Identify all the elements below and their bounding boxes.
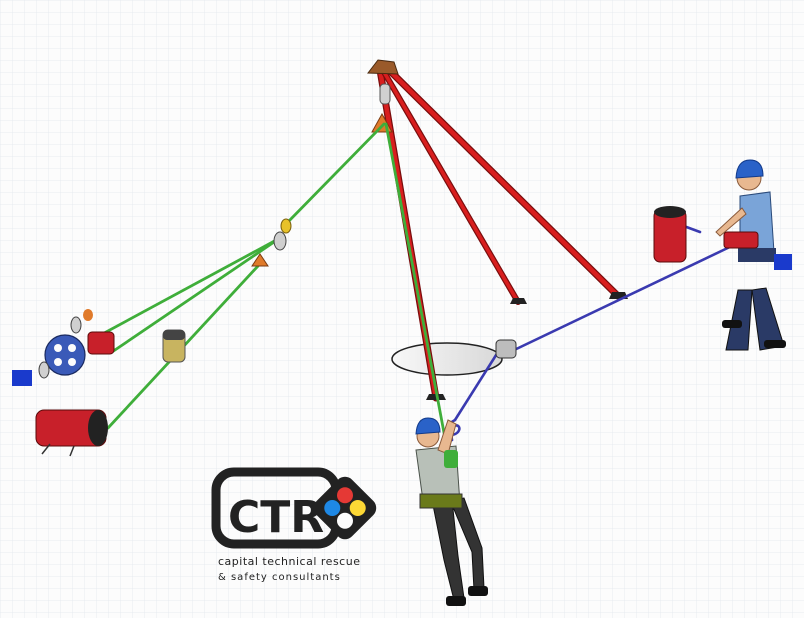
rope-grab-icon (88, 332, 114, 354)
rigging-plate-icon (45, 335, 85, 375)
carabiner-icon (83, 309, 93, 321)
rescuer-boot (722, 320, 742, 328)
casualty-harness (420, 494, 462, 508)
rope-bag-icon (654, 206, 686, 262)
pulley-icon (274, 232, 286, 250)
carabiner-icon (281, 219, 291, 233)
chest-ascender-icon (444, 450, 458, 468)
descender-icon (724, 232, 758, 248)
carabiner-icon (380, 84, 390, 104)
logo-line-1: capital technical rescue (218, 555, 360, 568)
logo-wordmark: CTR (228, 492, 324, 543)
anchor-block-icon (774, 254, 792, 270)
carabiner-icon (71, 317, 81, 333)
logo-line-2: & safety consultants (218, 572, 341, 583)
casualty-boot (468, 586, 488, 596)
anchor-block-icon (12, 370, 32, 386)
carabiner-icon (39, 362, 49, 378)
rescuer-belt (738, 248, 776, 262)
edge-roller-icon (496, 340, 516, 358)
casualty-boot (446, 596, 466, 606)
rescuer-boot (764, 340, 786, 348)
